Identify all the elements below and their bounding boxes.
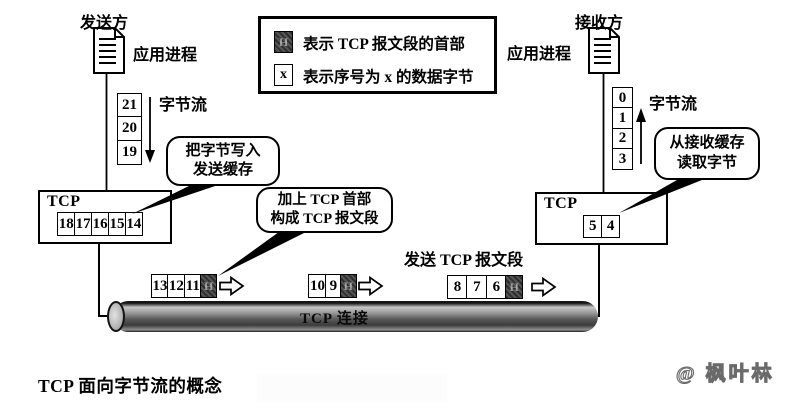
sender-callout-bubble: 把字节写入 发送缓存 [166,136,280,186]
legend-byte-swatch: x [274,64,293,86]
byte-cell: 15 [107,212,127,236]
byte-cell: 20 [117,116,142,142]
segment-arrow-3 [531,276,557,298]
pipe-left-cap [107,301,125,332]
byte-cell: 16 [90,212,110,236]
byte-cell: 5 [583,215,603,238]
byte-cell: 2 [612,127,633,150]
segment-callout-line2: 构成 TCP 报文段 [270,211,379,227]
stream-up-arrow [636,108,646,164]
byte-cell: 4 [600,215,621,238]
receiver-document-icon [588,27,620,74]
byte-cell: 17 [73,212,93,236]
byte-cell: 19 [117,139,142,165]
receiver-buffer-cells: 5 4 [583,215,621,238]
sender-callout-line1: 把字节写入 [185,142,261,159]
byte-cell: 7 [466,275,488,299]
sender-document-icon [93,27,125,74]
sender-callout-line2: 发送缓存 [192,162,253,178]
receiver-role-label: 接收方 [575,15,624,32]
byte-cell: 1 [612,107,633,130]
legend-header-text: 表示 TCP 报文段的首部 [303,36,465,53]
segment-callout-line1: 加上 TCP 首部 [277,192,372,209]
byte-cell: 14 [124,212,144,236]
receiver-stream-label: 字节流 [649,96,698,113]
byte-cell: 12 [167,274,186,298]
sender-stream-label: 字节流 [159,97,208,114]
byte-cell: 21 [117,93,142,118]
stream-down-arrow [145,97,155,163]
tcp-segment-1: 13 12 11 H [151,274,218,298]
pipe-label: TCP 连接 [300,311,369,327]
byte-cell: 6 [485,275,507,299]
byte-cell: 10 [308,274,327,298]
tcp-connection-pipe [113,301,598,332]
receiver-callout-bubble: 从接收缓存 读取字节 [654,127,760,180]
receiver-process-label: 应用进程 [507,46,572,63]
sender-tcp-label: TCP [47,193,81,210]
receiver-callout-line1: 从接收缓存 [669,135,745,151]
segment-callout-bubble: 加上 TCP 首部 构成 TCP 报文段 [256,187,393,233]
receiver-tcp-box: TCP [535,192,668,245]
byte-cell: 11 [183,274,202,298]
legend-box: H 表示 TCP 报文段的首部 x 表示序号为 x 的数据字节 [258,16,497,94]
legend-byte-text: 表示序号为 x 的数据字节 [303,69,474,86]
tcp-segment-2: 10 9 H [308,274,357,298]
send-segment-label: 发送 TCP 报文段 [404,252,524,269]
sender-tcp-box: TCP [38,190,172,244]
receiver-callout-line2: 读取字节 [676,154,737,171]
byte-cell: 8 [447,275,468,299]
receiver-byte-stream: 0 1 2 3 [612,87,633,171]
byte-cell: 18 [57,212,76,236]
segment-arrow-2 [358,275,384,297]
sender-buffer-cells: 18 17 16 15 14 [57,212,144,236]
faint-background-strip [257,374,447,402]
sender-role-label: 发送方 [80,15,129,32]
byte-cell: 13 [151,274,169,298]
tcp-segment-3: 8 7 6 H [447,275,524,299]
segment-arrow-1 [219,275,245,297]
tcp-header-cell: H [505,275,524,299]
tcp-header-cell: H [200,274,218,298]
sender-process-label: 应用进程 [133,47,198,64]
sender-byte-stream: 21 20 19 [117,93,142,165]
watermark: @ 枫叶林 [675,362,775,385]
byte-cell: 0 [612,87,633,109]
tcp-header-cell: H [339,274,357,298]
legend-header-swatch: H [274,31,293,53]
byte-cell: 3 [612,148,633,171]
receiver-tcp-label: TCP [544,195,578,212]
figure-caption: TCP 面向字节流的概念 [38,376,223,396]
